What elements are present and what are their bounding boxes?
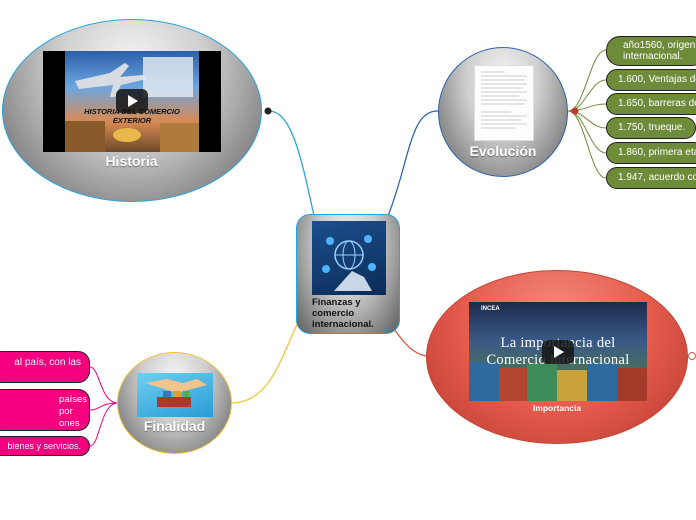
finalidad-item-1-label: al país, con las [14, 357, 81, 368]
finalidad-item-2-label: países por ones de sus [59, 394, 87, 429]
finalidad-item-2[interactable]: países por ones de sus [0, 389, 90, 431]
globe-finance-icon [312, 221, 386, 295]
evolucion-item-3-label: 1.650, barreras de [618, 98, 696, 109]
historia-node[interactable]: HISTORIA DEL COMERCIO EXTERIOR Historia [2, 19, 262, 202]
collapse-dot-historia [264, 107, 272, 115]
evolucion-document-thumbnail [474, 65, 534, 141]
finalidad-item-3[interactable]: bienes y servicios. [0, 436, 90, 456]
finalidad-item-1[interactable]: al país, con las [0, 351, 90, 383]
collapse-dot-importancia [688, 352, 696, 360]
evolucion-item-2-label: 1.600, Ventajas de [618, 74, 696, 85]
evolucion-item-1-label: año1560, origen internacional. [623, 40, 696, 62]
evolucion-item-6-label: 1.947, acuerdo co [618, 172, 696, 183]
collapse-dot-evolucion [571, 107, 579, 115]
evolucion-item-4-label: 1.750, trueque. [618, 122, 686, 133]
importancia-video-thumbnail[interactable]: INCEA La importancia del Comercio intern… [469, 302, 647, 401]
connector-finalidad-items [89, 366, 119, 447]
evolucion-item-5[interactable]: 1.860, primera eta [606, 142, 696, 164]
central-node[interactable]: Finanzas y comercio internacional. [296, 214, 400, 334]
evolucion-item-2[interactable]: 1.600, Ventajas de [606, 69, 696, 91]
evolucion-title: Evolución [469, 143, 537, 159]
evolucion-item-6[interactable]: 1.947, acuerdo co [606, 167, 696, 189]
historia-video-thumbnail[interactable]: HISTORIA DEL COMERCIO EXTERIOR [43, 51, 221, 152]
historia-title: Historia [105, 153, 158, 169]
connector-evolucion [387, 110, 439, 217]
connector-historia [267, 110, 315, 217]
finalidad-item-3-label: bienes y servicios. [7, 441, 81, 451]
central-title: Finanzas y comercio internacional. [312, 297, 374, 330]
finalidad-image [137, 373, 213, 417]
evolucion-item-3[interactable]: 1.650, barreras de [606, 93, 696, 115]
connector-finalidad [231, 317, 301, 404]
play-icon[interactable] [116, 89, 148, 113]
finalidad-node[interactable]: Finalidad [117, 352, 232, 454]
finalidad-title: Finalidad [143, 418, 206, 434]
importancia-logo: INCEA [481, 306, 500, 312]
importancia-node[interactable]: INCEA La importancia del Comercio intern… [426, 270, 688, 444]
play-icon-importancia[interactable] [542, 340, 574, 364]
evolucion-item-1[interactable]: año1560, origen internacional. [606, 36, 696, 66]
connector-evolucion-items [567, 49, 607, 179]
importancia-title: Importancia [532, 403, 582, 413]
connector-importancia [391, 325, 428, 357]
evolucion-item-4[interactable]: 1.750, trueque. [606, 117, 696, 139]
evolucion-node[interactable]: Evolución [438, 47, 568, 177]
evolucion-item-5-label: 1.860, primera eta [618, 147, 696, 158]
